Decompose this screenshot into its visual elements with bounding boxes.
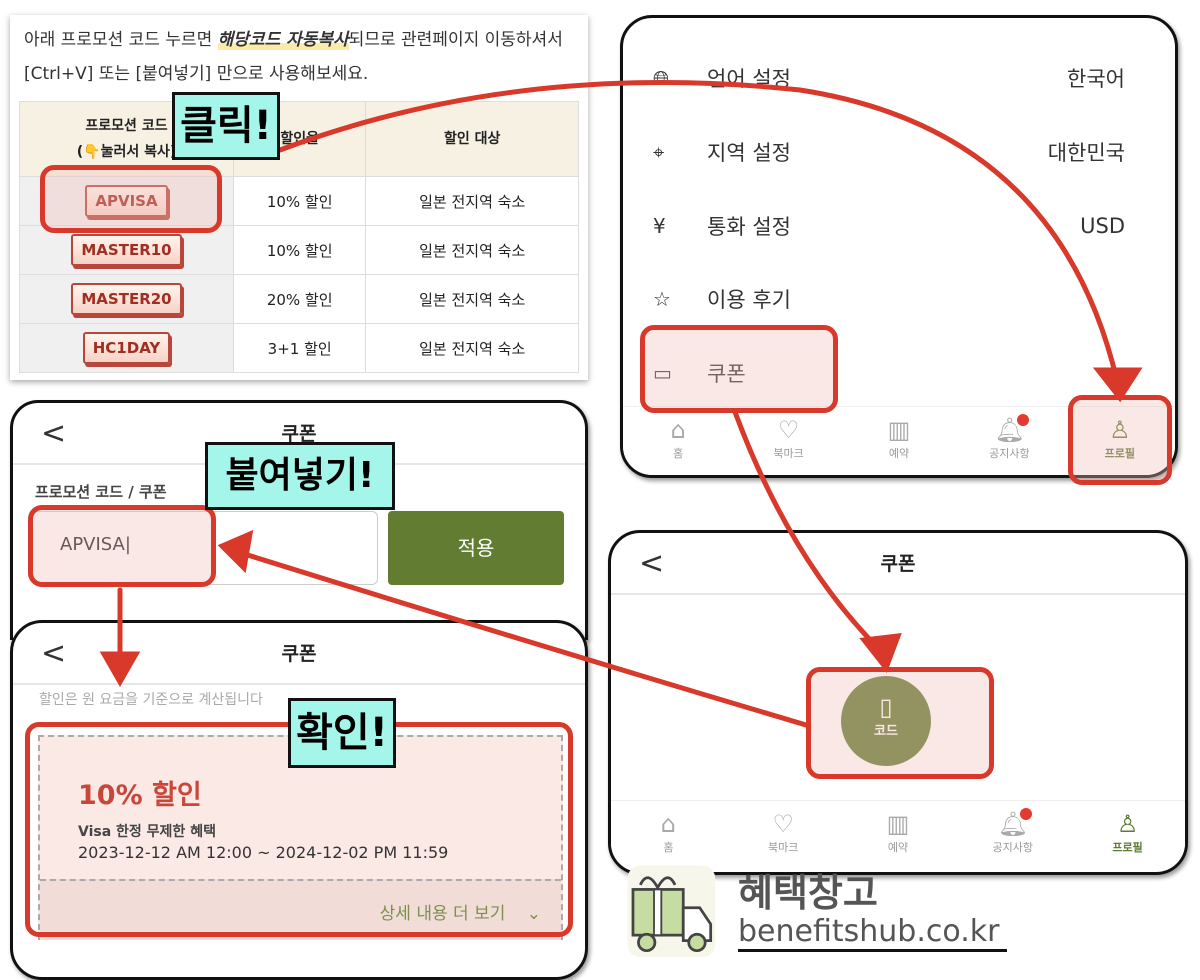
nav-reservation[interactable]: ▥예약 xyxy=(841,801,956,870)
chevron-down-icon: ⌄ xyxy=(526,904,541,924)
arrowhead xyxy=(217,529,254,574)
coupon-discount: 10% 할인 xyxy=(78,780,202,811)
person-icon: ♙ xyxy=(1116,810,1139,838)
notification-dot xyxy=(1013,411,1032,429)
promo-code-button[interactable]: MASTER20 xyxy=(71,283,182,315)
tag-click: 클릭! xyxy=(172,92,280,160)
heart-icon: ♡ xyxy=(777,416,800,444)
nav-home[interactable]: ⌂홈 xyxy=(611,801,726,870)
notification-dot xyxy=(1017,805,1036,823)
screen-title: 쿠폰 xyxy=(281,643,317,665)
nav-profile[interactable]: ♙프로필 xyxy=(1070,801,1185,870)
coupon-card: 10% 할인 Visa 한정 무제한 혜택 2023-12-12 AM 12:0… xyxy=(38,735,563,940)
promo-code-button[interactable]: HC1DAY xyxy=(82,332,171,364)
back-icon[interactable]: < xyxy=(41,416,67,451)
highlight-apvisa xyxy=(40,165,222,233)
logo-name: 혜택창고 xyxy=(738,871,878,915)
screen-title: 쿠폰 xyxy=(281,423,317,445)
arrowhead xyxy=(99,651,141,688)
heart-icon: ♡ xyxy=(772,810,794,838)
arrowhead xyxy=(859,633,902,674)
rate: 10% 할인 xyxy=(232,225,367,275)
coupon-result-screen: < 쿠폰 할인은 원 요금을 기준으로 계산됩니다 10% 할인 Visa 한정 … xyxy=(10,620,588,980)
home-icon: ⌂ xyxy=(670,416,686,444)
person-icon: ♙ xyxy=(1109,416,1131,444)
coupon-input-screen: <쿠폰 프로모션 코드 / 쿠폰 APVISA| 적용 xyxy=(10,400,588,640)
highlight-code-button xyxy=(806,667,994,779)
coupon-period: 2023-12-12 AM 12:00 ~ 2024-12-02 PM 11:5… xyxy=(78,843,449,862)
nav-profile[interactable]: ♙프로필 xyxy=(1065,407,1175,475)
screen-title: 쿠폰 xyxy=(880,553,916,575)
settings-coupon[interactable]: ▭쿠폰 xyxy=(653,361,746,386)
nav-home[interactable]: ⌂홈 xyxy=(623,407,733,475)
nav-notice[interactable]: 🔔︎공지사항 xyxy=(955,801,1070,870)
arrow-click-to-profile xyxy=(277,80,1121,388)
bag-icon: ▥ xyxy=(887,416,911,444)
coupon-code-screen: < 쿠폰 ▯코드 ⌂홈 ♡북마크 ▥예약 🔔︎공지사항 ♙프로필 xyxy=(608,530,1188,875)
review-icon: ☆ xyxy=(653,287,671,311)
arrowhead xyxy=(1092,367,1143,403)
header-target: 할인 대상 xyxy=(365,101,579,177)
highlight-input xyxy=(28,505,216,587)
bottom-nav: ⌂홈 ♡북마크 ▥예약 🔔︎공지사항 ♙프로필 xyxy=(623,406,1175,475)
gift-truck-icon xyxy=(627,865,716,958)
currency-icon: ¥ xyxy=(653,214,666,238)
logo: 혜택창고 benefitshub.co.kr xyxy=(620,862,1015,960)
logo-url: benefitshub.co.kr xyxy=(738,914,1008,952)
arrow-coupon-to-code xyxy=(732,409,883,653)
target: 일본 전지역 숙소 xyxy=(365,225,579,275)
map-pin-icon: ⌖ xyxy=(653,140,665,164)
intro-text: 아래 프로모션 코드 누르면 해당코드 자동복사되므로 관련페이지 이동하셔서 … xyxy=(24,30,563,84)
more-details-button[interactable]: 상세 내용 더 보기 ⌄ xyxy=(40,879,561,940)
code-button[interactable]: ▯코드 xyxy=(841,676,931,766)
promo-code-button[interactable]: MASTER10 xyxy=(71,234,182,266)
bottom-nav: ⌂홈 ♡북마크 ▥예약 🔔︎공지사항 ♙프로필 xyxy=(611,800,1185,870)
home-icon: ⌂ xyxy=(660,810,677,838)
promo-code-button[interactable]: APVISA xyxy=(85,185,168,217)
tag-confirm: 확인! xyxy=(288,698,396,768)
bag-icon: ▥ xyxy=(886,810,910,838)
nav-reservation[interactable]: ▥예약 xyxy=(844,407,954,475)
ticket-icon: ▯ xyxy=(879,693,893,721)
nav-bookmark[interactable]: ♡북마크 xyxy=(726,801,841,870)
rate: 20% 할인 xyxy=(232,274,367,324)
settings-review[interactable]: ☆이용 후기 xyxy=(653,287,791,312)
rate: 3+1 할인 xyxy=(232,323,367,373)
tag-paste: 붙여넣기! xyxy=(205,442,395,510)
highlight-coupon-menu xyxy=(640,325,838,413)
nav-bookmark[interactable]: ♡북마크 xyxy=(733,407,843,475)
discount-note: 할인은 원 요금을 기준으로 계산됩니다 xyxy=(39,692,263,708)
ticket-icon: ▭ xyxy=(653,361,672,385)
apply-button[interactable]: 적용 xyxy=(388,511,564,585)
back-icon[interactable]: < xyxy=(41,636,67,671)
coupon-name: Visa 한정 무제한 혜택 xyxy=(78,824,216,840)
arrow-code-to-input xyxy=(235,549,809,728)
target: 일본 전지역 숙소 xyxy=(365,323,579,373)
promo-label: 프로모션 코드 / 쿠폰 xyxy=(35,483,167,501)
back-icon[interactable]: < xyxy=(639,546,665,581)
nav-notice[interactable]: 🔔︎공지사항 xyxy=(954,407,1064,475)
target: 일본 전지역 숙소 xyxy=(365,274,579,324)
rate: 10% 할인 xyxy=(232,176,367,226)
